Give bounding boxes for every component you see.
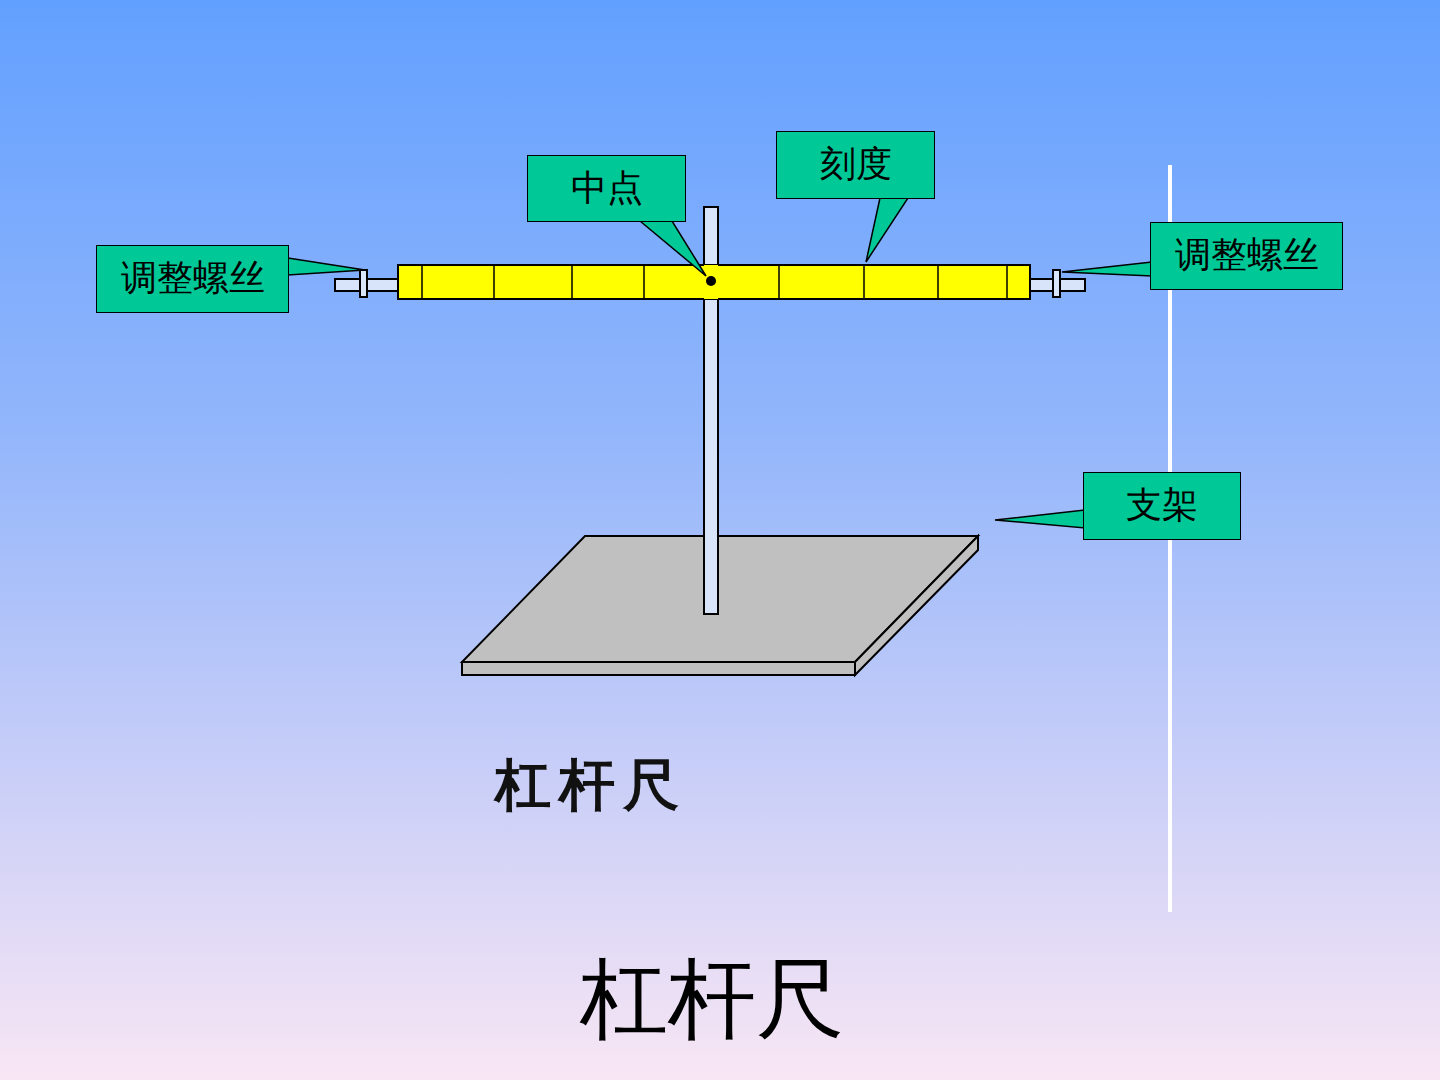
- callout-box: 调整螺丝: [1150, 222, 1343, 290]
- illustration-label: 杠杆尺: [495, 748, 687, 824]
- callout-box: 调整螺丝: [96, 245, 289, 313]
- caption: 杠杆尺: [580, 940, 844, 1059]
- callout-box: 刻度: [776, 131, 935, 199]
- callout-box: 支架: [1083, 472, 1241, 540]
- callout-text: 调整螺丝: [1175, 234, 1319, 277]
- callout-box: 中点: [527, 155, 686, 222]
- callout-text: 调整螺丝: [121, 257, 265, 300]
- callout-text: 中点: [571, 167, 643, 210]
- callout-text: 刻度: [820, 143, 892, 186]
- callout-text: 支架: [1126, 484, 1198, 527]
